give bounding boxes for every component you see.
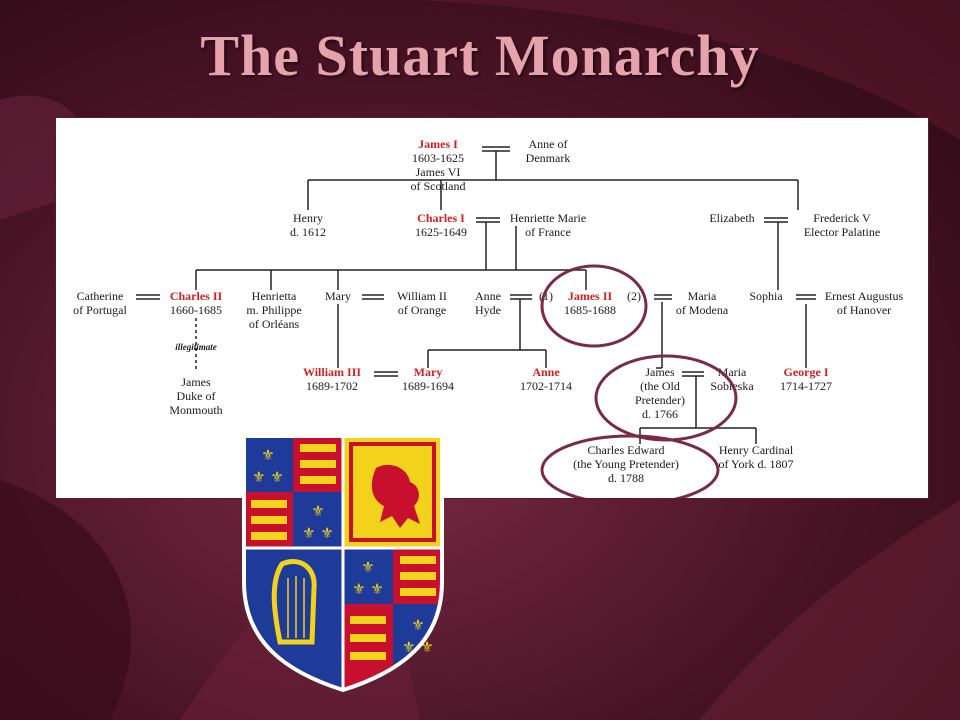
node-frederick-1: Frederick V xyxy=(813,211,871,225)
node-henrietta-2: m. Philippe xyxy=(246,303,301,317)
family-tree: James I 1603-1625 James VI of Scotland A… xyxy=(73,137,904,498)
svg-text:⚜: ⚜ xyxy=(261,446,274,464)
node-henry-2: d. 1612 xyxy=(290,225,326,239)
svg-text:⚜: ⚜ xyxy=(361,558,374,576)
node-catherine-2: of Portugal xyxy=(73,303,127,317)
node-old-pretender-4: d. 1766 xyxy=(642,407,678,421)
marker-second-wife: (2) xyxy=(627,289,641,303)
node-mary-ii-name: Mary xyxy=(414,365,443,379)
node-william-iii-reign: 1689-1702 xyxy=(306,379,358,393)
node-james-ii-name: James II xyxy=(568,289,613,303)
svg-text:⚜ ⚜: ⚜ ⚜ xyxy=(252,468,284,486)
svg-text:⚜ ⚜: ⚜ ⚜ xyxy=(352,580,384,598)
node-james-ii-reign: 1685-1688 xyxy=(564,303,616,317)
highlight-circles xyxy=(540,264,738,498)
node-sophia: Sophia xyxy=(749,289,783,303)
node-monmouth-3: Monmouth xyxy=(169,403,222,417)
node-old-pretender-3: Pretender) xyxy=(635,393,685,407)
node-old-pretender-1: James xyxy=(645,365,675,379)
node-charles-ii-name: Charles II xyxy=(170,289,223,303)
node-anne-hyde-1: Anne xyxy=(475,289,501,303)
node-young-pretender-1: Charles Edward xyxy=(588,443,665,457)
node-monmouth-1: James xyxy=(181,375,211,389)
node-james-i-title2: of Scotland xyxy=(411,179,466,193)
node-frederick-2: Elector Palatine xyxy=(804,225,880,239)
node-anne-queen-reign: 1702-1714 xyxy=(520,379,572,393)
node-young-pretender-2: (the Young Pretender) xyxy=(573,457,679,471)
node-henrietta-3: of Orléans xyxy=(249,317,300,331)
node-henry-1: Henry xyxy=(293,211,323,225)
node-young-pretender-3: d. 1788 xyxy=(608,471,644,485)
node-anne-denmark-1: Anne of xyxy=(529,137,568,151)
highlight-james-ii xyxy=(540,264,648,348)
node-james-i-reign: 1603-1625 xyxy=(412,151,464,165)
node-mary-sister: Mary xyxy=(325,289,351,303)
node-anne-denmark-2: Denmark xyxy=(526,151,571,165)
node-george-i-reign: 1714-1727 xyxy=(780,379,832,393)
svg-text:⚜: ⚜ xyxy=(411,616,424,634)
node-william-iii-name: William III xyxy=(303,365,361,379)
family-tree-panel: James I 1603-1625 James VI of Scotland A… xyxy=(56,118,928,498)
node-mary-ii-reign: 1689-1694 xyxy=(402,379,454,393)
node-monmouth-2: Duke of xyxy=(177,389,216,403)
node-charles-ii-reign: 1660-1685 xyxy=(170,303,222,317)
node-old-pretender-2: (the Old xyxy=(640,379,680,393)
node-elizabeth: Elizabeth xyxy=(709,211,754,225)
node-henriette-1: Henriette Marie xyxy=(510,211,586,225)
node-charles-i-reign: 1625-1649 xyxy=(415,225,467,239)
node-henrietta-1: Henrietta xyxy=(252,289,297,303)
node-anne-queen-name: Anne xyxy=(532,365,560,379)
node-anne-hyde-2: Hyde xyxy=(475,303,501,317)
page-title: The Stuart Monarchy xyxy=(200,23,760,88)
node-george-i-name: George I xyxy=(784,365,829,379)
node-william-ii-2: of Orange xyxy=(398,303,446,317)
highlight-young-pretender xyxy=(540,434,720,498)
svg-text:⚜: ⚜ xyxy=(311,502,324,520)
node-james-i-name: James I xyxy=(418,137,458,151)
node-henry-cardinal-1: Henry Cardinal xyxy=(719,443,794,457)
node-henry-cardinal-2: of York d. 1807 xyxy=(718,457,793,471)
node-ernest-1: Ernest Augustus xyxy=(825,289,904,303)
node-catherine-1: Catherine xyxy=(77,289,124,303)
node-william-ii-1: William II xyxy=(397,289,447,303)
node-ernest-2: of Hanover xyxy=(837,303,891,317)
label-illegitimate: illegitimate xyxy=(175,342,217,352)
node-maria-modena-2: of Modena xyxy=(676,303,729,317)
node-maria-modena-1: Maria xyxy=(688,289,717,303)
node-charles-i-name: Charles I xyxy=(417,211,465,225)
node-henriette-2: of France xyxy=(525,225,571,239)
node-james-i-title: James VI xyxy=(416,165,461,179)
svg-text:⚜ ⚜: ⚜ ⚜ xyxy=(302,524,334,542)
royal-coat-of-arms: ⚜⚜ ⚜ ⚜⚜ ⚜ ⚜⚜ ⚜ ⚜⚜ ⚜ xyxy=(242,434,444,693)
